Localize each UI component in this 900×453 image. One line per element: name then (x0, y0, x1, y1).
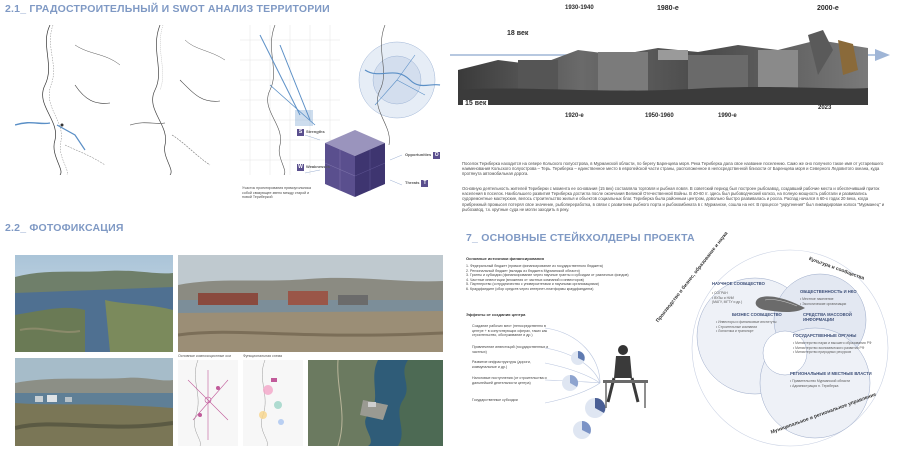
scientific-items: • СОГРАН • ВУЗы и НИИ (МАГУ, МГТУ и др.) (712, 291, 743, 305)
site-caption: Участок проектирования прямоугольника со… (242, 186, 311, 200)
axes-map-caption: Основные композиционные оси (178, 354, 232, 358)
urban-analysis-title: 2.1_ ГРАДОСТРОИТЕЛЬНЫЙ И SWOT АНАЛИЗ ТЕР… (5, 3, 330, 15)
era-1950: 1950-1960 (645, 113, 674, 119)
funding-item-3: 3. Гранты и субсидии (финансирование чер… (466, 273, 629, 278)
coast-photo (15, 255, 173, 352)
era-1930: 1930-1940 (565, 5, 594, 11)
era-18: 18 век (505, 30, 531, 37)
effect-3: Развитие инфраструктуры (дороги, коммуна… (472, 360, 531, 369)
photo-section-title: 2.2_ ФОТОФИКСАЦИЯ (5, 222, 124, 234)
media-label: СРЕДСТВА МАССОВОЙ ИНФОРМАЦИИ (803, 312, 852, 322)
history-collage (458, 30, 868, 105)
function-map (243, 359, 303, 447)
funding-item-6: 6. Краудфандинг (сбор средств через инте… (466, 286, 594, 291)
site-map-1 (14, 24, 125, 176)
business-label: БИЗНЕС СООБЩЕСТВО (732, 312, 782, 317)
era-2000: 2000-е (815, 5, 841, 12)
funding-item-2: 2. Региональный бюджет (вклады из бюджет… (466, 268, 580, 273)
function-map-caption: Функциональная схема (243, 354, 283, 358)
effects-diagram (540, 318, 660, 448)
effects-title: Эффекты от создания центра (466, 312, 526, 317)
history-paragraph-2: Основную деятельность жителей Териберки … (462, 186, 885, 212)
effect-1: Создание рабочих мест (непосредственно в… (472, 324, 548, 338)
government-label: ГОСУДАРСТВЕННЫЕ ОРГАНЫ (793, 333, 857, 338)
public-items: • Местное население • Экологические орга… (800, 297, 847, 306)
government-items: • Министерство науки и высшего образован… (793, 341, 872, 355)
village-photo (15, 358, 173, 446)
site-map-2 (129, 24, 230, 176)
era-1990: 1990-е (718, 113, 737, 119)
history-paragraph-1: Поселок Териберка находится на севере Ко… (462, 161, 884, 177)
local-label: РЕГИОНАЛЬНЫЕ И МЕСТНЫЕ ВЛАСТИ (790, 371, 872, 376)
public-label: ОБЩЕСТВЕННОСТЬ И НКО (800, 289, 857, 294)
effect-5: Государственные субсидии (472, 398, 518, 402)
stakeholders-title: 7_ ОСНОВНЫЕ СТЕЙКХОЛДЕРЫ ПРОЕКТА (466, 232, 695, 244)
effect-4: Налоговые поступления (от строительства … (472, 376, 547, 385)
funding-title: Основные источники финансирования (466, 256, 544, 261)
stakeholder-rings (655, 248, 900, 448)
swot-diagram (290, 125, 420, 205)
port-photo (178, 255, 443, 352)
scientific-label: НАУЧНОЕ СООБЩЕСТВО (712, 281, 765, 286)
funding-item-1: 1. Федеральный бюджет (прямое финансиров… (466, 264, 603, 268)
aerial-photo (308, 360, 443, 446)
axes-map (178, 359, 238, 447)
era-15: 15 век (463, 100, 489, 107)
funding-item-5: 5. Партнерство (сотрудничество с универс… (466, 282, 599, 287)
person-illustration (598, 340, 653, 410)
era-1980: 1980-е (655, 5, 681, 12)
business-items: • Инвесторы и финансовые институты • Стр… (716, 320, 777, 334)
local-items: • Правительство Мурманской области • Адм… (790, 379, 851, 388)
funding-block: Основные источники финансирования 1. Фед… (466, 256, 656, 292)
era-1920: 1920-е (565, 113, 584, 119)
effect-2: Привлечение инвестиций (государственных … (472, 345, 549, 354)
funding-item-4: 4. Частные инвестиции (вложения от частн… (466, 277, 584, 282)
grid-analysis-map (240, 24, 340, 176)
era-2023: 2023 (818, 105, 832, 111)
